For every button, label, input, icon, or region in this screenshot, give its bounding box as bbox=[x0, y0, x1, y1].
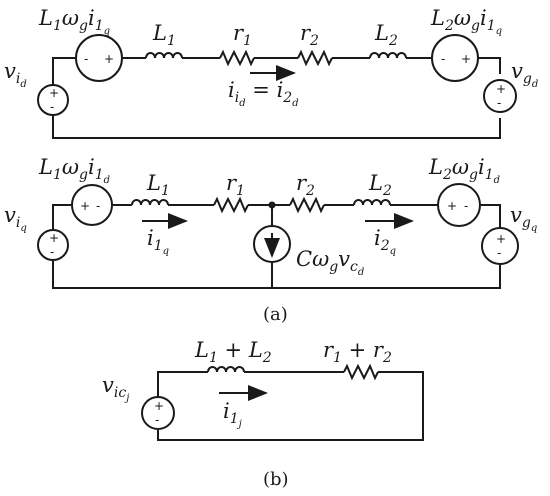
inductor-l2 bbox=[369, 52, 407, 59]
minus-sign: - bbox=[497, 246, 501, 260]
plus-sign: + bbox=[154, 399, 164, 413]
minus-sign: - bbox=[96, 199, 100, 213]
junction-dot bbox=[268, 201, 276, 209]
minus-sign: - bbox=[441, 52, 445, 66]
wire bbox=[478, 57, 501, 74]
voltage-source-grid: + - bbox=[481, 227, 519, 265]
inductor-l1 bbox=[145, 52, 183, 59]
resistor-r2 bbox=[289, 196, 325, 214]
wire bbox=[52, 114, 501, 139]
current-2-label: i2q bbox=[374, 226, 396, 257]
grid-voltage-label: vgq bbox=[510, 203, 537, 234]
wire bbox=[480, 204, 501, 228]
resistor-r2-label: r2 bbox=[300, 21, 319, 49]
source-left-label: L1ωgi1d bbox=[38, 155, 110, 186]
inductor-l2-label: L2 bbox=[368, 171, 392, 199]
q-axis-circuit: + - + - + - + - L1ωgi1d L2ωgi1d bbox=[4, 155, 537, 289]
grid-voltage-label: vgd bbox=[511, 59, 538, 90]
plus-sign: + bbox=[447, 199, 457, 213]
voltage-source-input: + - bbox=[37, 84, 69, 116]
dependent-source-left: - + bbox=[75, 34, 123, 82]
plus-sign: + bbox=[49, 86, 59, 100]
dependent-source-right: + - bbox=[437, 183, 481, 227]
caption-b: (b) bbox=[263, 469, 289, 490]
dependent-current-source bbox=[253, 225, 291, 263]
voltage-source-grid: + - bbox=[483, 79, 517, 113]
current-source-label: Cωgvcd bbox=[296, 247, 364, 278]
input-voltage-label: vicj bbox=[102, 373, 129, 404]
wire bbox=[52, 204, 72, 230]
minus-sign: - bbox=[155, 413, 159, 427]
inductor-l-sum bbox=[207, 366, 245, 373]
plus-sign: + bbox=[496, 82, 506, 96]
voltage-source-input: + - bbox=[37, 229, 69, 261]
wire bbox=[52, 57, 76, 86]
source-right-label: L2ωgi1d bbox=[428, 155, 500, 186]
current-label: i1j bbox=[223, 399, 242, 430]
inductor-l1-label: L1 bbox=[152, 21, 176, 49]
inductor-sum-label: L1 + L2 bbox=[194, 338, 272, 366]
resistor-r1-label: r1 bbox=[233, 21, 252, 49]
wire bbox=[157, 371, 424, 441]
inductor-l1 bbox=[131, 199, 169, 206]
minus-sign: - bbox=[464, 199, 468, 213]
resistor-r2-label: r2 bbox=[296, 171, 315, 199]
resistor-r1 bbox=[219, 49, 255, 67]
wire bbox=[52, 260, 501, 289]
resistor-r1-label: r1 bbox=[226, 171, 245, 199]
current-1-label: i1q bbox=[147, 226, 169, 257]
current-equation-label: iid = i2d bbox=[228, 78, 299, 109]
minus-sign: - bbox=[50, 100, 54, 114]
d-axis-circuit: - + - + + - + - L1ωgi1q L2ωgi1q L1 r1 r2… bbox=[4, 6, 538, 139]
resistor-r1 bbox=[213, 196, 249, 214]
voltage-source-input: + - bbox=[141, 396, 175, 430]
resistor-sum-label: r1 + r2 bbox=[323, 338, 392, 366]
input-voltage-label: viq bbox=[4, 203, 27, 234]
minus-sign: - bbox=[84, 52, 88, 66]
minus-sign: - bbox=[50, 245, 54, 259]
minus-sign: - bbox=[497, 96, 501, 110]
resistor-r2 bbox=[297, 49, 333, 67]
caption-a: (a) bbox=[263, 304, 288, 325]
wire bbox=[157, 371, 208, 396]
inductor-l1-label: L1 bbox=[146, 171, 170, 199]
input-voltage-label: vid bbox=[4, 59, 27, 90]
plus-sign: + bbox=[49, 231, 59, 245]
plus-sign: + bbox=[104, 52, 114, 66]
plus-sign: + bbox=[80, 199, 90, 213]
dependent-source-right: - + bbox=[431, 34, 479, 82]
plus-sign: + bbox=[496, 232, 506, 246]
equivalent-circuit: + - L1 + L2 r1 + r2 vicj i1j bbox=[102, 338, 424, 441]
dependent-source-left: + - bbox=[71, 184, 113, 226]
inductor-l2-label: L2 bbox=[374, 21, 398, 49]
resistor-r-sum bbox=[343, 363, 379, 381]
source-left-label: L1ωgi1q bbox=[38, 6, 110, 37]
plus-sign: + bbox=[461, 52, 471, 66]
inductor-l2 bbox=[353, 199, 391, 206]
source-right-label: L2ωgi1q bbox=[430, 6, 502, 37]
